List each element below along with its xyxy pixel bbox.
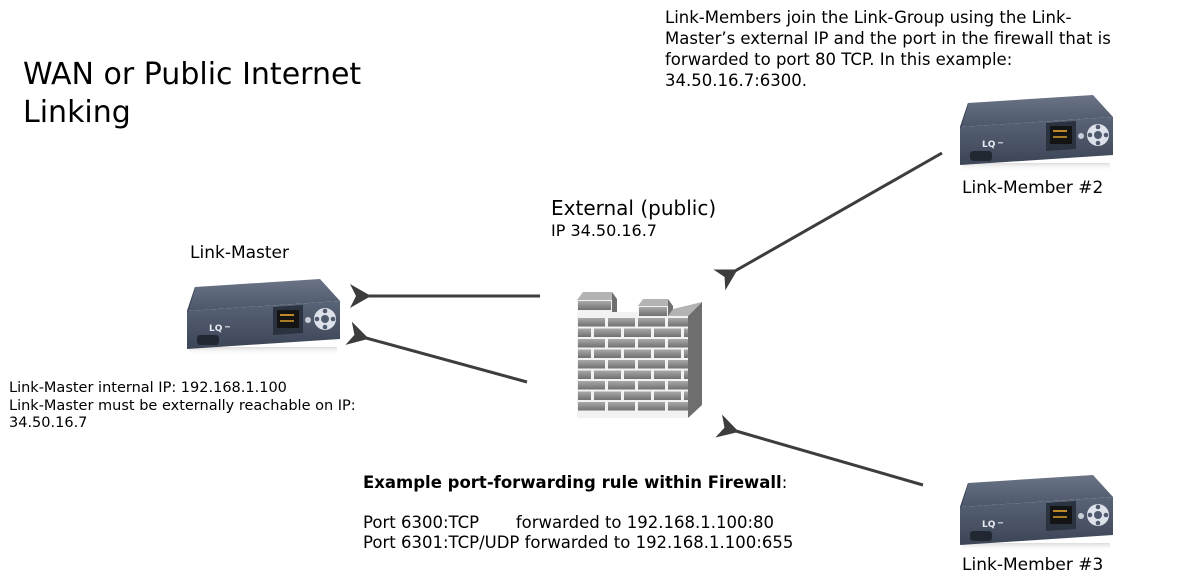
firewall-brick xyxy=(578,360,605,369)
firewall-brick xyxy=(668,339,688,348)
firewall-brick xyxy=(668,318,688,327)
firewall-brick xyxy=(608,318,635,327)
firewall-brick xyxy=(638,381,665,390)
arrow-member3-to-firewall xyxy=(715,414,924,487)
firewall-brick xyxy=(654,328,681,337)
firewall-brick xyxy=(578,381,605,390)
diagram-title: WAN or Public Internet Linking xyxy=(23,56,361,132)
note-line: Link-Members join the Link-Group using t… xyxy=(665,8,1072,27)
rules-heading-text: Example port-forwarding rule within Fire… xyxy=(363,473,782,492)
firewall-brick xyxy=(594,328,621,337)
firewall-brick xyxy=(578,349,591,358)
firewall-brick xyxy=(594,391,621,400)
firewall-brick xyxy=(608,381,635,390)
firewall-brick xyxy=(608,402,635,411)
title-line-1: WAN or Public Internet xyxy=(23,57,362,92)
firewall-brick xyxy=(624,370,651,379)
firewall-brick xyxy=(624,391,651,400)
rule-row: Port 6300:TCP forwarded to 192.168.1.100… xyxy=(363,513,793,533)
firewall-brick xyxy=(624,349,651,358)
firewall-brick xyxy=(638,402,665,411)
firewall-brick xyxy=(638,339,665,348)
firewall-brick xyxy=(594,370,621,379)
firewall-brick xyxy=(594,349,621,358)
firewall-brick xyxy=(578,339,605,348)
link-member-2-label: Link-Member #2 xyxy=(962,178,1104,198)
link-member-3-label: Link-Member #3 xyxy=(962,555,1104,575)
firewall-brick xyxy=(578,301,611,310)
firewall-brick xyxy=(684,349,688,358)
link-member-2-device-icon xyxy=(960,95,1113,171)
rule-target: forwarded to 192.168.1.100:655 xyxy=(524,533,794,552)
firewall-brick xyxy=(578,328,591,337)
firewall-brick xyxy=(608,339,635,348)
rule-target: forwarded to 192.168.1.100:80 xyxy=(515,513,775,532)
link-master-device-icon xyxy=(187,279,340,355)
firewall-brick xyxy=(608,360,635,369)
link-members-note: Link-Members join the Link-Group using t… xyxy=(665,7,1185,91)
link-master-label: Link-Master xyxy=(190,243,290,263)
firewall-brick xyxy=(638,360,665,369)
firewall-brick xyxy=(654,349,681,358)
external-ip-label: External (public) IP 34.50.16.7 xyxy=(551,195,716,241)
note-line: forwarded to port 80 TCP. In this exampl… xyxy=(665,50,1013,69)
link-member-3-device-icon xyxy=(960,475,1113,551)
firewall-brick xyxy=(624,328,651,337)
rule-row: Port 6301:TCP/UDP forwarded to 192.168.1… xyxy=(363,533,793,553)
link-master-info: Link-Master internal IP: 192.168.1.100 L… xyxy=(9,380,356,433)
info-line: 34.50.16.7 xyxy=(9,415,88,431)
firewall-brick xyxy=(668,402,688,411)
rule-port: Port 6300:TCP xyxy=(363,513,516,532)
rules-heading-colon: : xyxy=(781,473,788,492)
firewall-brick xyxy=(668,360,688,369)
firewall-brick xyxy=(578,318,605,327)
firewall-brick xyxy=(639,307,667,316)
firewall-brick xyxy=(578,391,591,400)
note-line: Master’s external IP and the port in the… xyxy=(665,29,1111,48)
firewall-brick xyxy=(638,318,665,327)
rules-heading: Example port-forwarding rule within Fire… xyxy=(363,473,793,493)
firewall-brick xyxy=(684,328,688,337)
port-forwarding-rules: Example port-forwarding rule within Fire… xyxy=(363,473,793,553)
firewall-brick xyxy=(654,370,681,379)
note-line: 34.50.16.7:6300. xyxy=(665,71,808,90)
firewall-brick xyxy=(684,391,688,400)
external-label-ip: IP 34.50.16.7 xyxy=(551,221,657,240)
info-line: Link-Master internal IP: 192.168.1.100 xyxy=(9,380,287,396)
firewall-brick xyxy=(654,391,681,400)
arrow-firewall-to-master-2 xyxy=(345,321,528,384)
rule-port: Port 6301:TCP/UDP xyxy=(363,533,525,552)
firewall-brick xyxy=(684,370,688,379)
info-line: Link-Master must be externally reachable… xyxy=(9,397,356,414)
firewall-brick xyxy=(578,402,605,411)
firewall-brick xyxy=(668,381,688,390)
arrow-member2-to-firewall xyxy=(713,151,943,291)
title-line-2: Linking xyxy=(23,95,131,130)
external-label-title: External (public) xyxy=(551,196,717,220)
firewall-brick xyxy=(578,370,591,379)
brick-firewall-icon xyxy=(577,292,702,418)
